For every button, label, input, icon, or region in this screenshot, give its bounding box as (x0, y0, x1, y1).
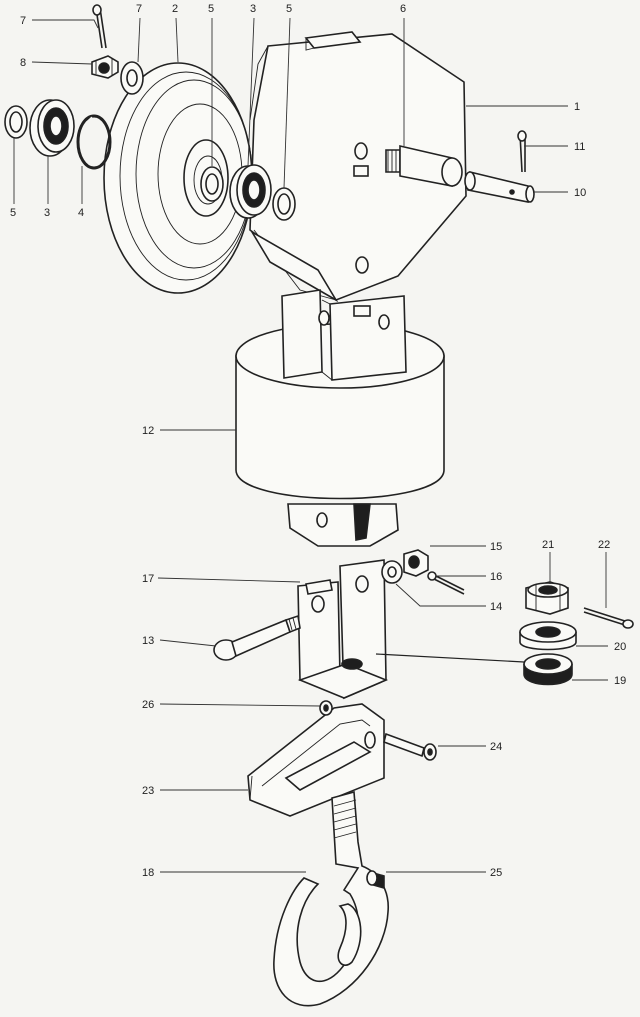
callout-12: 12 (142, 425, 154, 437)
callout-labels: 7 8 7 2 5 3 5 6 1 11 10 5 3 4 12 15 21 2… (10, 3, 626, 879)
snap-ring (76, 114, 112, 170)
callout-11: 11 (574, 141, 585, 153)
castle-nut-21 (525, 581, 569, 615)
callout-22: 22 (598, 539, 610, 551)
washer-26 (319, 700, 333, 716)
washer-top (120, 61, 144, 95)
cotter-pin-upper (517, 130, 527, 173)
cotter-pin-22 (583, 607, 634, 629)
callout-8: 8 (20, 57, 26, 69)
thrust-washer-20 (519, 621, 577, 651)
callout-19: 19 (614, 675, 626, 687)
callout-10: 10 (574, 187, 586, 199)
callout-24: 24 (490, 741, 502, 753)
set-screw-25 (366, 870, 385, 890)
clevis-pin (464, 171, 535, 203)
pulley-wheel (103, 62, 253, 294)
callout-3b: 3 (44, 207, 50, 219)
thrust-bearing-19 (523, 653, 573, 686)
bolt-24 (383, 732, 437, 761)
swivel-yoke (247, 703, 385, 817)
washer-right (272, 187, 296, 221)
callout-20: 20 (614, 641, 626, 653)
callout-3a: 3 (250, 3, 256, 15)
washer-left (4, 105, 28, 139)
callout-2: 2 (172, 3, 178, 15)
ballast-weight (235, 289, 445, 547)
cotter-pin-top (92, 4, 107, 49)
leader-lines (13, 17, 608, 873)
callout-4: 4 (78, 207, 84, 219)
callout-15: 15 (490, 541, 502, 553)
pivot-bolt (213, 614, 301, 661)
callout-23: 23 (142, 785, 154, 797)
callout-5a: 5 (208, 3, 214, 15)
callout-16: 16 (490, 571, 502, 583)
callout-6: 6 (400, 3, 406, 15)
cotter-pin-16 (427, 571, 465, 595)
washer-center (200, 166, 224, 202)
callout-7: 7 (136, 3, 142, 15)
callout-9: 7 (20, 15, 26, 27)
callout-1: 1 (574, 101, 580, 113)
castle-nut-top (91, 55, 119, 79)
callout-18: 18 (142, 867, 154, 879)
washer-14 (381, 560, 403, 584)
callout-14: 14 (490, 601, 502, 613)
callout-13: 13 (142, 635, 154, 647)
callout-21: 21 (542, 539, 554, 551)
bearing-center (229, 164, 272, 219)
clevis-bracket (297, 559, 389, 700)
hook (273, 790, 389, 1007)
callout-25: 25 (490, 867, 502, 879)
callout-5b: 5 (286, 3, 292, 15)
callout-5c: 5 (10, 207, 16, 219)
callout-26: 26 (142, 699, 154, 711)
callout-17: 17 (142, 573, 154, 585)
castle-nut-15 (403, 549, 429, 577)
spacer-bolt (385, 144, 463, 187)
bearing-left (29, 99, 75, 157)
